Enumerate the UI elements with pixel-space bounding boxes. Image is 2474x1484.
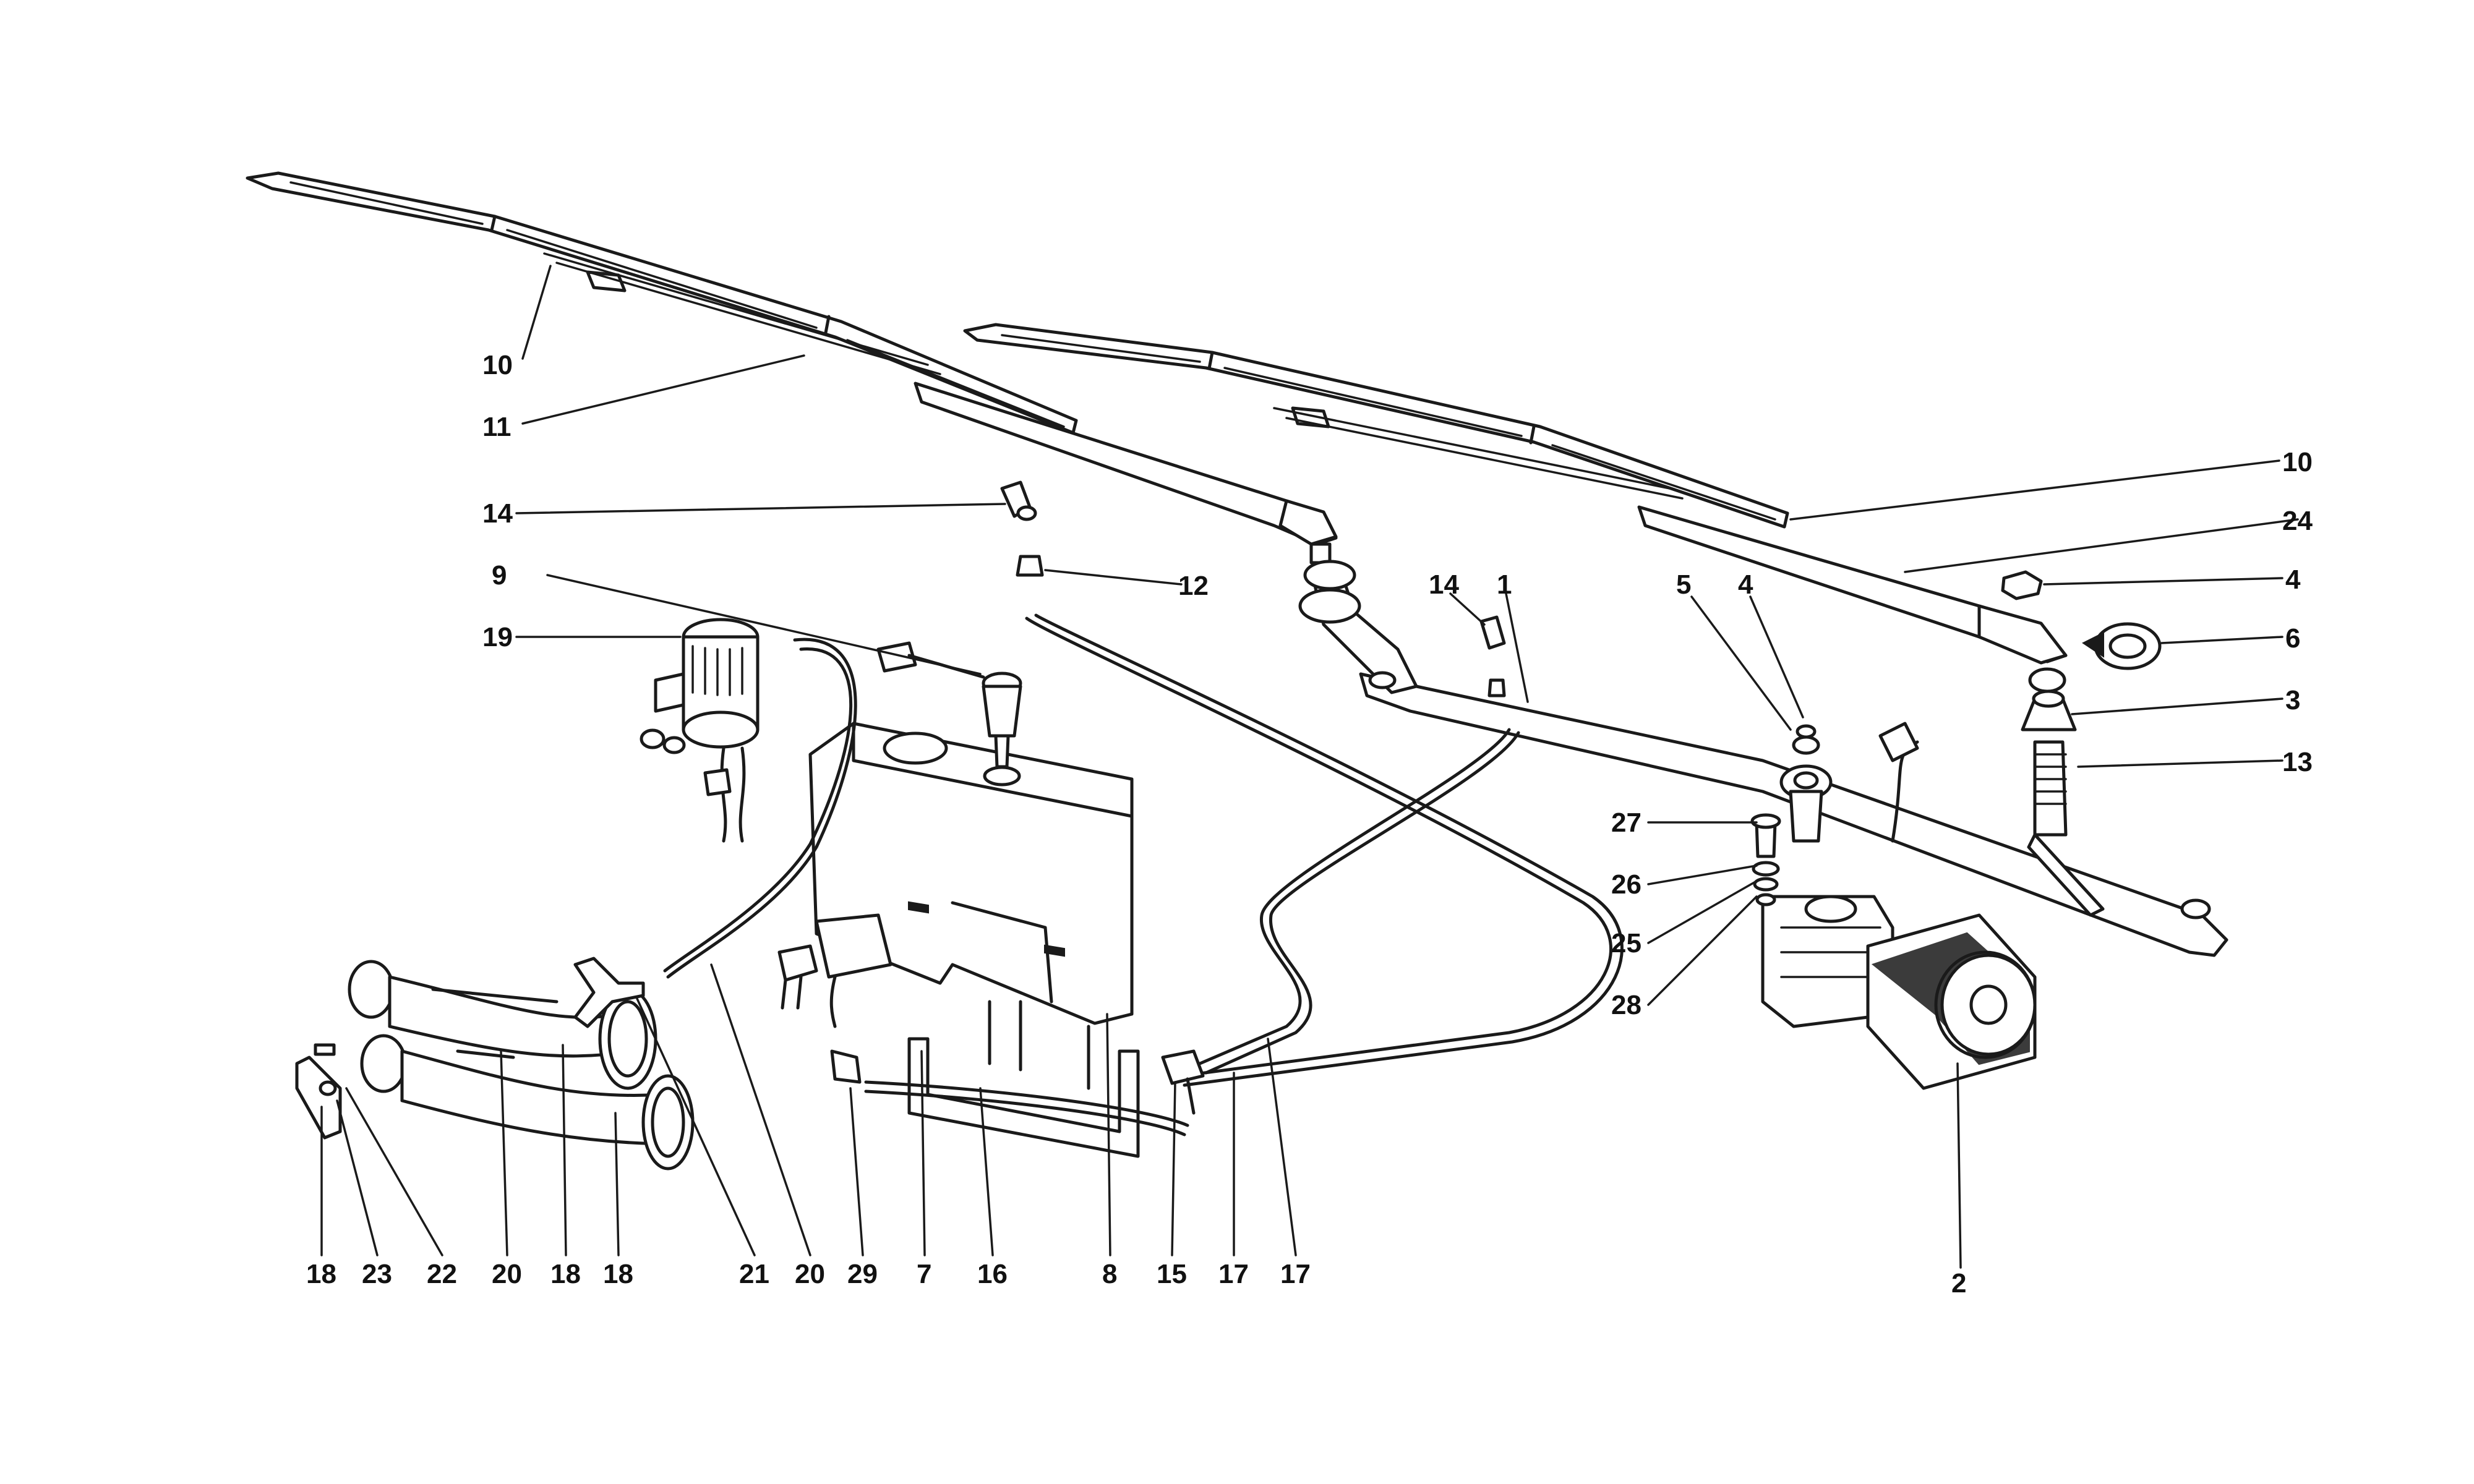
callout-labels: 10 11 14 12 9 19 10 24 4 6 3 13 14 1 5 4… — [306, 350, 2313, 1298]
fasteners-25-28 — [1750, 813, 1781, 906]
callout-10-left: 10 — [482, 350, 513, 380]
callout-6: 6 — [2285, 623, 2300, 654]
wiper-arm-left — [914, 382, 1338, 565]
pivot-central — [1779, 724, 1833, 843]
callout-25: 25 — [1611, 928, 1641, 958]
callout-26: 26 — [1611, 869, 1641, 900]
washer-motor — [777, 913, 892, 1028]
callout-1: 1 — [1497, 569, 1512, 600]
callout-4-right: 4 — [2285, 565, 2301, 595]
callout-22: 22 — [427, 1259, 457, 1289]
callout-28: 28 — [1611, 990, 1641, 1020]
hose-20-washer — [663, 638, 857, 979]
callout-7: 7 — [917, 1259, 931, 1289]
hose-17-short — [1198, 728, 1520, 1075]
air-horn-lower — [360, 1034, 695, 1171]
pivot-spindle-right — [2021, 667, 2105, 917]
callout-2: 2 — [1951, 1268, 1966, 1298]
callout-8: 8 — [1102, 1259, 1117, 1289]
hose-16 — [830, 1049, 1189, 1136]
callout-16: 16 — [977, 1259, 1008, 1289]
tee-15 — [1161, 1049, 1205, 1115]
callout-14-left: 14 — [482, 498, 513, 529]
connector-14-right — [1479, 615, 1506, 697]
callout-29: 29 — [847, 1259, 878, 1289]
wiper-motor — [1761, 722, 2037, 1090]
wiper-blade-left — [246, 171, 1078, 435]
callout-27: 27 — [1611, 808, 1641, 838]
horn-hoses-20-21 — [431, 957, 645, 1059]
callout-15: 15 — [1157, 1259, 1187, 1289]
hose-17-long — [1025, 613, 1624, 1087]
callout-17-right: 17 — [1280, 1259, 1311, 1289]
bracket-7 — [907, 1000, 1140, 1158]
callout-17-left: 17 — [1218, 1259, 1249, 1289]
callout-18-horn-upper: 18 — [550, 1259, 581, 1289]
horn-compressor-19 — [640, 618, 760, 843]
callout-10-right: 10 — [2282, 447, 2313, 477]
callout-9: 9 — [492, 560, 507, 591]
horn-bracket-22-23 — [295, 1043, 342, 1140]
grommet-6 — [2082, 622, 2162, 670]
callout-18-bracket: 18 — [306, 1259, 336, 1289]
callout-23: 23 — [362, 1259, 392, 1289]
callout-18-horn-lower: 18 — [603, 1259, 633, 1289]
washer-reservoir — [808, 722, 1134, 1025]
callout-20-horn: 20 — [492, 1259, 522, 1289]
wiper-blade-right — [963, 323, 1789, 529]
callout-12: 12 — [1178, 571, 1209, 601]
wiper-arm-right — [1637, 505, 2068, 665]
callout-21: 21 — [739, 1259, 769, 1289]
callout-24: 24 — [2282, 506, 2313, 536]
callout-13: 13 — [2282, 747, 2313, 777]
leader-lines — [320, 265, 2299, 1269]
callout-14-right: 14 — [1429, 569, 1459, 600]
callout-11: 11 — [482, 412, 511, 442]
wiper-linkage-bar — [1298, 560, 2228, 957]
callout-4-center: 4 — [1738, 569, 1753, 600]
connector-14-left — [1000, 480, 1044, 577]
callout-20-washer: 20 — [795, 1259, 825, 1289]
air-horn-upper — [348, 960, 657, 1090]
callout-5: 5 — [1676, 569, 1691, 600]
nut-4-right — [2001, 570, 2043, 600]
callout-3: 3 — [2285, 685, 2300, 715]
callout-19: 19 — [482, 622, 513, 652]
